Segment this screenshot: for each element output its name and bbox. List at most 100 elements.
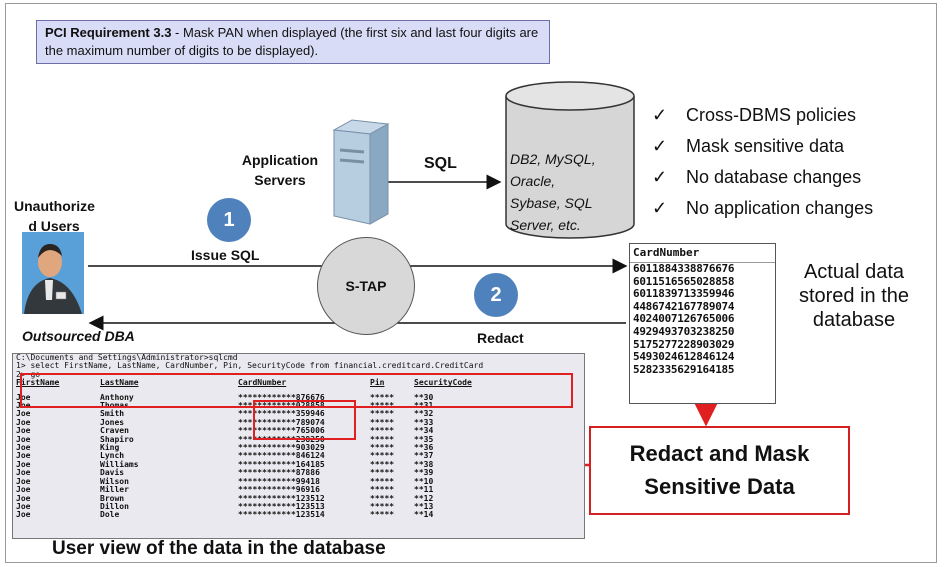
requirement-text: - Mask PAN when displayed (the first six… xyxy=(45,25,539,58)
console-cell: Dillon xyxy=(100,501,129,511)
console-header-cell: SecurityCode xyxy=(414,378,472,388)
card-table-row: 6011884338876676 xyxy=(633,262,735,275)
console-cell: Craven xyxy=(100,426,129,436)
database-label: DB2, MySQL, Oracle, Sybase, SQL Server, … xyxy=(510,148,630,236)
console-cell: ************789074 xyxy=(238,417,325,427)
database-line: DB2, MySQL, xyxy=(510,151,596,167)
console-cell: Anthony xyxy=(100,392,134,402)
redact-mask-callout: Redact and Mask Sensitive Data xyxy=(589,426,850,515)
issue-sql-label: Issue SQL xyxy=(191,247,260,263)
console-cell: **12 xyxy=(414,493,434,503)
console-header-row: FirstName LastName CardNumber Pin SecurityCo… xyxy=(16,378,494,388)
console-cell: ***** xyxy=(370,434,395,444)
console-cell: ***** xyxy=(370,493,395,503)
card-table-header: CardNumber xyxy=(630,244,775,263)
check-icon: ✓ xyxy=(652,167,668,187)
console-cell: ************028858 xyxy=(238,401,325,411)
console-cell: **10 xyxy=(414,476,434,486)
console-header-cell: LastName xyxy=(100,378,139,388)
console-cell: Joe xyxy=(16,417,31,427)
card-table-row: 5493024612846124 xyxy=(633,350,735,364)
console-cell: ************164185 xyxy=(238,459,325,469)
actual-data-note: Actual data stored in the database xyxy=(798,261,910,331)
console-cell: Dole xyxy=(100,510,120,520)
console-cell: ************765006 xyxy=(238,426,325,436)
check-icon: ✓ xyxy=(652,136,668,156)
console-cell: Williams xyxy=(100,459,139,469)
benefits-list: ✓ Cross-DBMS policies ✓ Mask sensitive dat… xyxy=(652,100,873,224)
console-cell: ************876676 xyxy=(238,392,325,402)
console-cell: Joe xyxy=(16,493,31,503)
user-view-caption: User view of the data in the database xyxy=(52,538,386,559)
card-table-row: 6011516565028858 xyxy=(633,274,735,288)
console-cell: ***** xyxy=(370,476,395,486)
console-cell: ***** xyxy=(370,417,395,427)
redact-callout-line1: Redact and Mask xyxy=(629,441,810,466)
console-cell: **11 xyxy=(414,485,434,495)
console-cell: Smith xyxy=(100,409,125,419)
query-highlight-box xyxy=(20,373,573,408)
console-cell: Joe xyxy=(16,443,31,453)
console-cell: Jones xyxy=(100,417,125,427)
card-table-row: 6011839713359946 xyxy=(633,287,735,301)
console-header-cell: Pin xyxy=(370,378,385,388)
console-cell: **35 xyxy=(414,434,434,444)
console-cell: Brown xyxy=(100,493,125,503)
actual-card-table: CardNumber 6011884338876676 601151656502… xyxy=(629,243,776,404)
pci-requirement-box: PCI Requirement 3.3 - Mask PAN when disp… xyxy=(36,20,550,64)
console-cell: **14 xyxy=(414,510,434,520)
console-cell: ***** xyxy=(370,468,395,478)
console-cell: ************123513 xyxy=(238,501,325,511)
redact-label: Redact xyxy=(477,330,524,346)
console-cell: Wilson xyxy=(100,476,129,486)
console-cell: **34 xyxy=(414,426,434,436)
console-cell: King xyxy=(100,443,120,453)
console-cell: Joe xyxy=(16,401,31,411)
benefit-item: ✓No application changes xyxy=(652,193,873,224)
benefit-label: Mask sensitive data xyxy=(686,136,845,156)
step-1-badge: 1 xyxy=(207,198,251,242)
console-header-cell: FirstName xyxy=(16,378,60,388)
check-icon: ✓ xyxy=(652,105,668,125)
console-cell: ***** xyxy=(370,459,395,469)
benefit-label: Cross-DBMS policies xyxy=(686,105,857,125)
step-2-badge: 2 xyxy=(474,273,518,317)
requirement-title: PCI Requirement 3.3 xyxy=(45,25,172,40)
console-cell: **36 xyxy=(414,443,434,453)
unauthorized-line2: d Users xyxy=(28,218,80,234)
console-cell: **37 xyxy=(414,451,434,461)
console-cell: ***** xyxy=(370,451,395,461)
console-header-cell: CardNumber xyxy=(238,378,287,388)
benefit-label: No database changes xyxy=(686,167,862,187)
sql-label: SQL xyxy=(424,155,457,172)
console-cell: ***** xyxy=(370,409,395,419)
card-table-row: 4929493703238250 xyxy=(633,324,735,338)
console-cell: **32 xyxy=(414,409,434,419)
console-cell: Joe xyxy=(16,468,31,478)
database-cylinder-icon xyxy=(505,81,635,239)
app-servers-line1: Application xyxy=(241,152,319,168)
check-icon: ✓ xyxy=(652,198,668,218)
card-table-row: 4024007126765006 xyxy=(633,312,735,326)
console-cell: Lynch xyxy=(100,451,125,461)
console-cell: ************359946 xyxy=(238,409,325,419)
console-cell: ***** xyxy=(370,510,395,520)
console-line: C:\Documents and Settings\Administrator>… xyxy=(16,353,238,362)
console-cell: **39 xyxy=(414,468,434,478)
card-table-row: 5282335629164185 xyxy=(633,362,735,376)
console-cell: Joe xyxy=(16,434,31,444)
console-cell: ***** xyxy=(370,443,395,453)
console-cell: **13 xyxy=(414,501,434,511)
server-icon xyxy=(332,119,390,225)
app-servers-label: Application Servers xyxy=(230,150,330,190)
